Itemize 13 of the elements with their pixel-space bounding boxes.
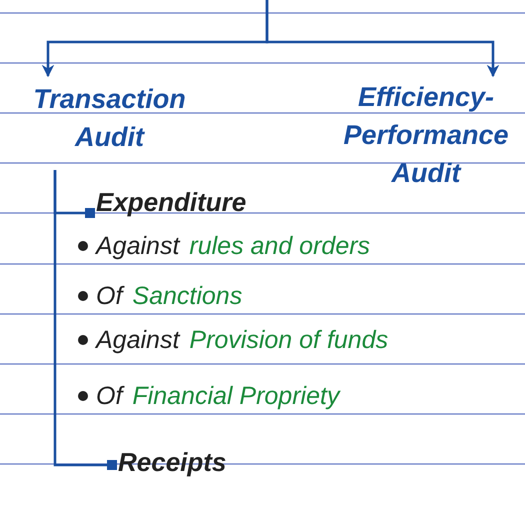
highlighted-text: Sanctions [132,281,242,312]
highlighted-text: Provision of funds [189,325,388,356]
heading-text: Efficiency- Performance Audit [342,81,510,190]
connector-line [54,170,117,470]
list-text: Against [96,231,180,262]
list-text: Of [96,281,122,312]
subheading-text: Expenditure [96,186,248,219]
list-text: Against [96,325,180,356]
heading-text: Transaction Audit [32,83,187,154]
highlighted-text: rules and orders [189,231,370,262]
arrow [266,0,500,78]
highlighted-text: Financial Propriety [132,381,340,412]
list-text: Of [96,381,122,412]
